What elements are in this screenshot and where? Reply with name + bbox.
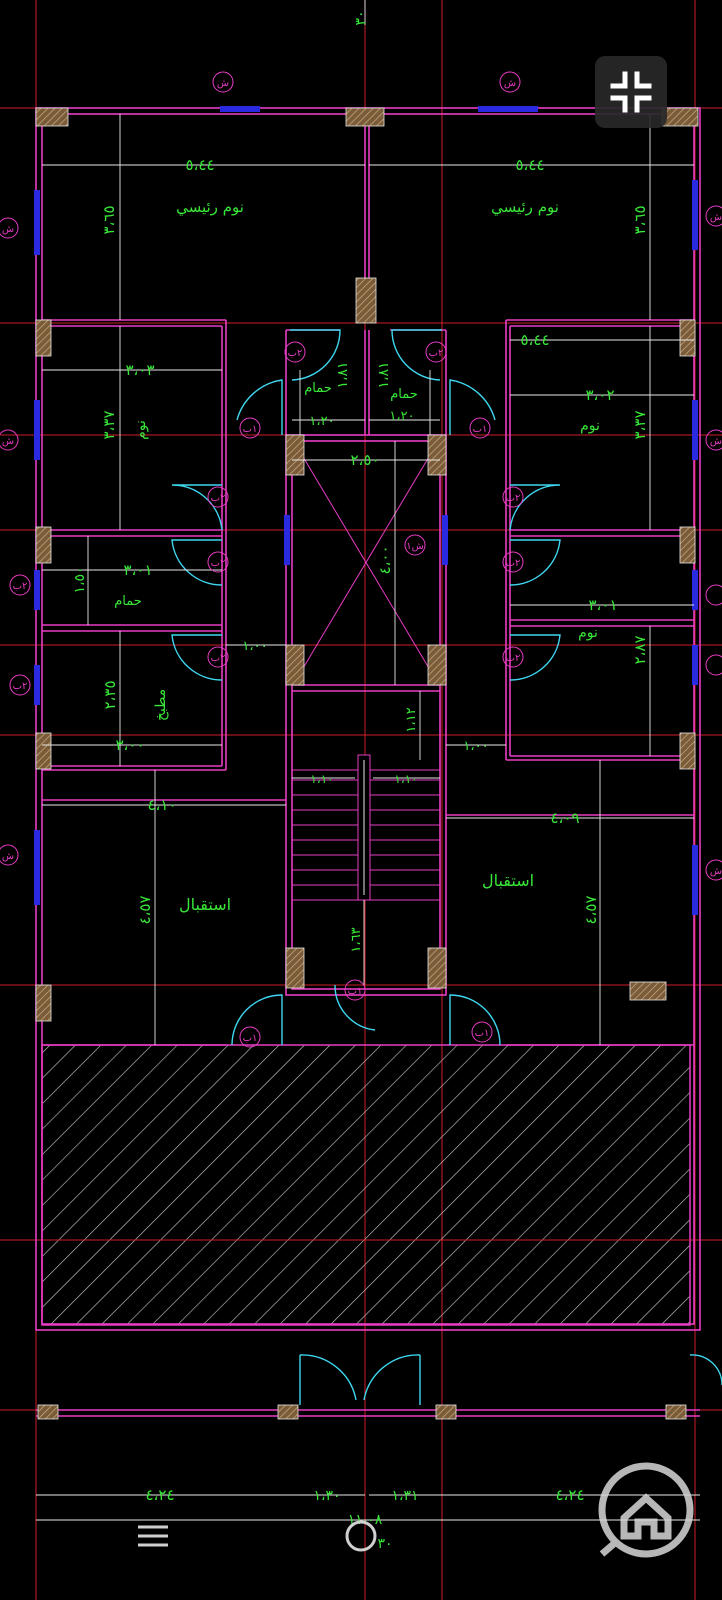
dim-150: ١،٥٠ [72, 566, 88, 593]
tag-door-9: ٢ب [211, 653, 226, 664]
dim-457-right: ٤،٥٧ [582, 895, 600, 924]
element-tags [0, 71, 722, 1048]
dim-131: ١،٣١ [391, 1488, 418, 1504]
dim-235: ٢،٣٥ [101, 680, 119, 709]
dimension-lines [36, 0, 700, 1521]
tag-window-side-2: ش [710, 212, 722, 223]
dim-130: ١،٣٠ [313, 1488, 340, 1504]
tag-door-5: ٢ب [211, 493, 226, 504]
dim-100-right: ١،٠٠ [463, 739, 488, 754]
dim-300: ٣،٠٠ [115, 736, 144, 754]
tag-window-shaft: ش١ [406, 541, 424, 552]
tag-door-10: ٢ب [506, 653, 521, 664]
dim-424-left: ٤،٢٤ [145, 1486, 174, 1504]
room-bath-center-left: حمام [304, 381, 332, 396]
tag-window-top-left: ش [217, 78, 229, 89]
tag-window-side-6: ش [710, 866, 722, 877]
dim-365-left: ٣،٦٥ [100, 205, 118, 234]
room-kitchen-left: مطبخ [153, 689, 169, 721]
dim-287: ٢،٨٧ [631, 635, 649, 664]
tag-door-8: ٢ب [506, 558, 521, 569]
home-logo-icon [598, 1462, 694, 1558]
dim-12: ١،٢٠ [389, 409, 414, 424]
dim-100-left: ١،٠٠ [242, 639, 267, 654]
tag-door-2: ٢ب [429, 348, 444, 359]
dim-181-left: ١،٨١ [335, 361, 351, 388]
exit-fullscreen-icon [610, 71, 652, 113]
home-circle-icon[interactable] [343, 1518, 379, 1554]
dim-409: ٤،٠٩ [550, 809, 579, 827]
dim-302: ٣،٠٢ [585, 386, 614, 404]
dim-424-right: ٤،٢٤ [555, 1486, 584, 1504]
menu-icon[interactable] [136, 1522, 170, 1550]
tag-window-side-5: ش [2, 851, 14, 862]
tag-door-13: ١ب [243, 1033, 258, 1044]
tag-window-side-3: ش [2, 436, 14, 447]
dim-337-left: ٣،٣٧ [100, 410, 118, 439]
room-bed-right-lower: نوم [578, 625, 598, 641]
exit-fullscreen-button[interactable] [595, 56, 667, 128]
dim-250: ٢،٥٠ [350, 451, 379, 469]
dim-181-right: ١،٨١ [376, 361, 392, 388]
room-master-bed-left: نوم رئيسي [176, 198, 244, 217]
tag-door-7: ٢ب [211, 558, 226, 569]
room-bed-right-upper: نوم [580, 418, 600, 434]
tag-door-6: ٢ب [506, 493, 521, 504]
room-bath-center-right: حمام [390, 387, 418, 402]
tag-door-1: ٢ب [288, 348, 303, 359]
dim-163: ١،٦٣ [349, 927, 364, 952]
dim-365-right: ٣،٦٥ [631, 205, 649, 234]
dim-120: ١،٢٠ [309, 414, 334, 429]
room-bath-left: حمام [114, 594, 142, 609]
tag-door-14: ١ب [475, 1028, 490, 1039]
dim-544-right: ٥،٤٤ [515, 156, 544, 174]
tag-door-12: ٢ب [13, 681, 28, 692]
dim-410: ٤،١٠ [147, 796, 176, 814]
tag-door-15: ١ب [348, 986, 363, 997]
tag-window-top-right: ش [504, 78, 516, 89]
element-tag-texts: ش ش ش ش ش ش ش ش ش١ ٢ب ٢ب ١ب ١ب ٢ب ٢ب ٢ب … [2, 78, 722, 1044]
dim-400: ٤،٠٠ [376, 545, 394, 574]
dimension-texts: ٥،٤٤ ٥،٤٤ ٣،٦٥ ٣،٦٥ ٥،٤٤ ٣،٠٣ ٣،٠٢ ٣،٣٧ … [72, 10, 649, 1552]
tag-door-3: ١ب [243, 424, 258, 435]
dim-303: ٣،٠٣ [125, 361, 154, 379]
windows [34, 106, 698, 915]
hatched-front-area [41, 1044, 691, 1326]
tag-window-side-1: ش [2, 224, 14, 235]
dim-top-marker: ٣٠ [353, 10, 369, 25]
room-reception-right: استقبال [482, 871, 534, 890]
dim-544-left: ٥،٤٤ [185, 156, 214, 174]
dim-bottom-marker: ٣٠ [377, 1536, 392, 1552]
columns [35, 107, 699, 1420]
dim-337-right: ٣،٣٧ [631, 410, 649, 439]
tag-window-side-4: ش [710, 436, 722, 447]
shaft-cross [295, 444, 437, 681]
room-reception-left: استقبال [179, 895, 231, 914]
room-bed-left: نوم [133, 420, 149, 440]
dim-301-right: ٣،٠١ [588, 596, 617, 614]
dim-457-left: ٤،٥٧ [136, 895, 154, 924]
dim-301-left: ٣،٠١ [123, 561, 152, 579]
dim-112: ١،١٢ [404, 707, 419, 732]
doors [171, 329, 722, 1405]
room-master-bed-right: نوم رئيسي [491, 198, 559, 217]
dim-110-left: ١،١٠ [310, 772, 333, 786]
tag-door-11: ٢ب [13, 581, 28, 592]
dim-110-right: ١،١٠ [394, 772, 417, 786]
tag-door-4: ١ب [473, 424, 488, 435]
dim-544-right-mid: ٥،٤٤ [520, 331, 549, 349]
